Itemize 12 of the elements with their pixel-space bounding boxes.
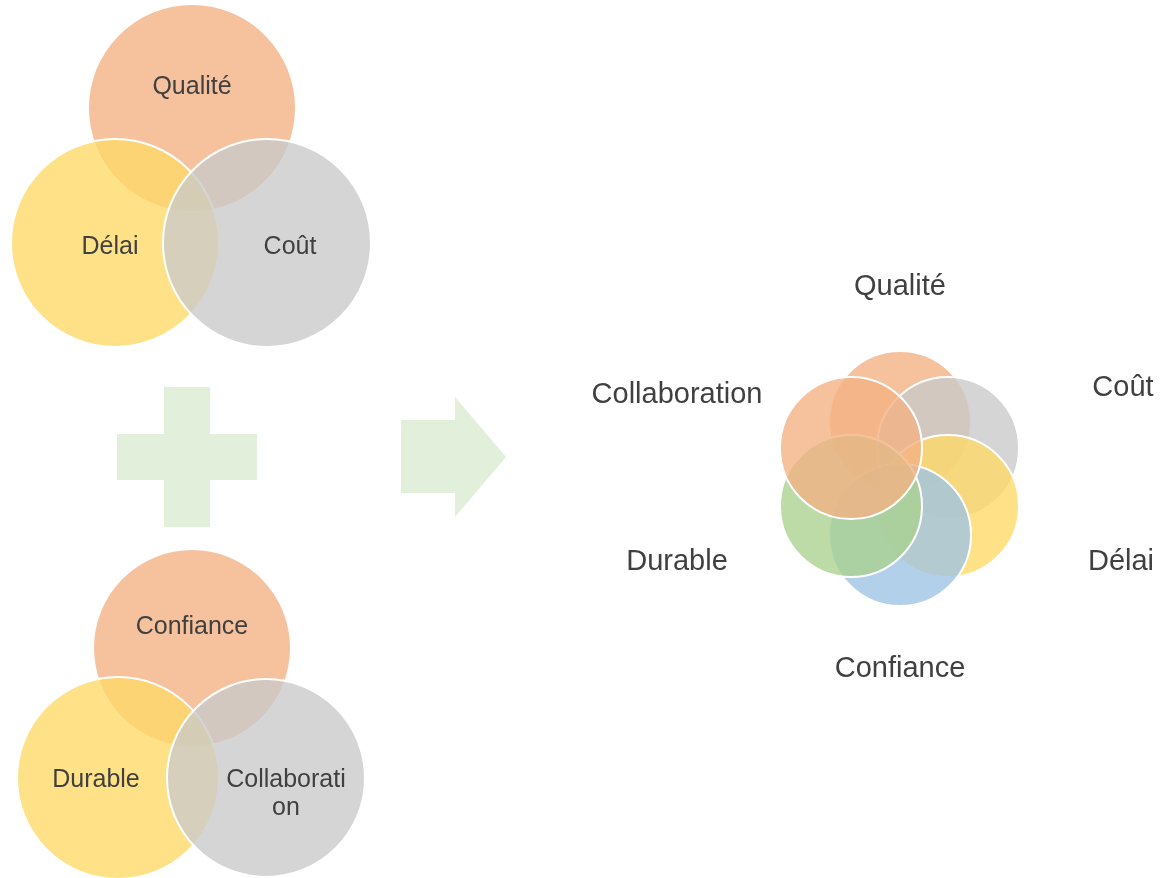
circle-label: Durable [51,765,141,793]
circle-label: Qualité [151,72,233,100]
circle-label: Collaboration [591,376,763,410]
circle-label: Coût [1092,369,1154,403]
circle-label: Délai [80,232,140,260]
circle-label: Délai [1087,543,1155,577]
circle-label: Collaboration [225,765,347,820]
circle-label: Coût [262,232,318,260]
circle-label: Durable [626,543,728,577]
circle-label: Confiance [834,650,966,684]
circle-label: Confiance [134,612,250,640]
circle-label: Qualité [854,268,946,302]
